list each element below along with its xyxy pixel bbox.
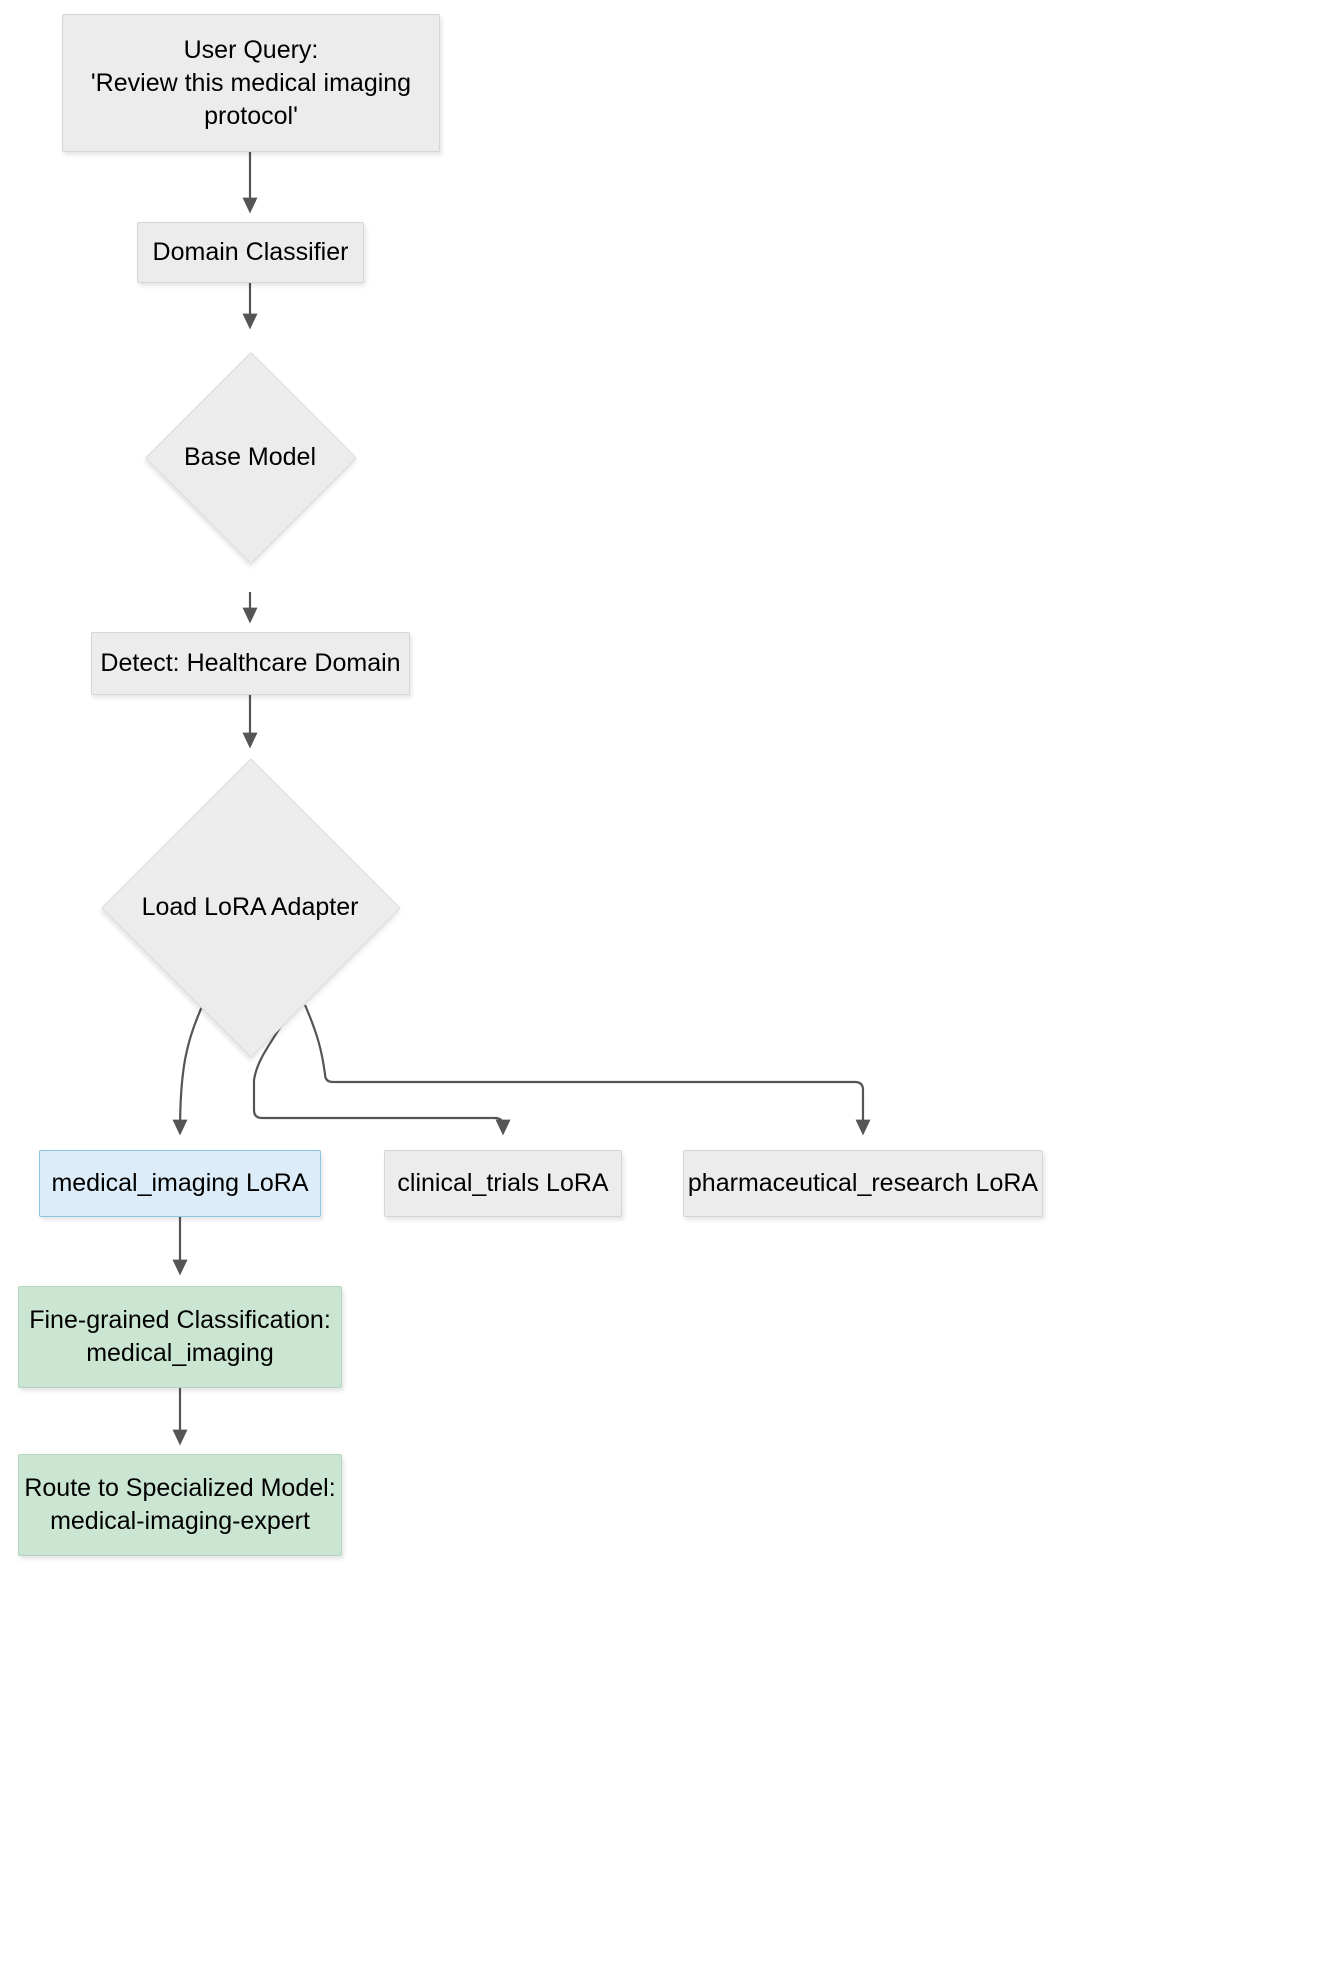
node-route-to-specialized-model[interactable]: Route to Specialized Model: medical-imag… — [18, 1454, 342, 1556]
edge-load-lora-adapter-to-pharmaceutical-research-lora — [303, 1004, 871, 1136]
edge-load-lora-adapter-to-clinical-trials-lora — [252, 999, 511, 1136]
node-pharmaceutical-research-lora-label: pharmaceutical_research LoRA — [687, 1169, 1039, 1197]
node-clinical-trials-lora[interactable]: clinical_trials LoRA — [384, 1150, 622, 1217]
node-route-to-specialized-model-label: Route to Specialized Model: medical-imag… — [24, 1474, 336, 1535]
node-load-lora-adapter-label: Load LoRA Adapter — [141, 892, 359, 921]
node-fine-grained-classification-label: Fine-grained Classification: medical_ima… — [29, 1306, 331, 1367]
node-load-lora-adapter[interactable]: Load LoRA Adapter — [101, 758, 401, 1058]
node-clinical-trials-lora-label: clinical_trials LoRA — [397, 1169, 609, 1197]
node-domain-classifier-label: Domain Classifier — [152, 238, 349, 266]
node-user-query-label: User Query: 'Review this medical imaging… — [90, 35, 412, 130]
node-pharmaceutical-research-lora[interactable]: pharmaceutical_research LoRA — [683, 1150, 1043, 1217]
node-detect-healthcare-domain[interactable]: Detect: Healthcare Domain — [91, 632, 410, 695]
edge-load-lora-adapter-to-medical-imaging-lora — [172, 999, 206, 1136]
node-medical-imaging-lora-label: medical_imaging LoRA — [51, 1169, 309, 1197]
node-fine-grained-classification[interactable]: Fine-grained Classification: medical_ima… — [18, 1286, 342, 1388]
node-domain-classifier[interactable]: Domain Classifier — [137, 222, 364, 283]
node-base-model[interactable]: Base Model — [144, 351, 358, 565]
node-base-model-label: Base Model — [183, 442, 317, 471]
node-user-query[interactable]: User Query: 'Review this medical imaging… — [62, 14, 440, 152]
node-detect-healthcare-domain-label: Detect: Healthcare Domain — [100, 649, 401, 677]
node-medical-imaging-lora[interactable]: medical_imaging LoRA — [39, 1150, 321, 1217]
